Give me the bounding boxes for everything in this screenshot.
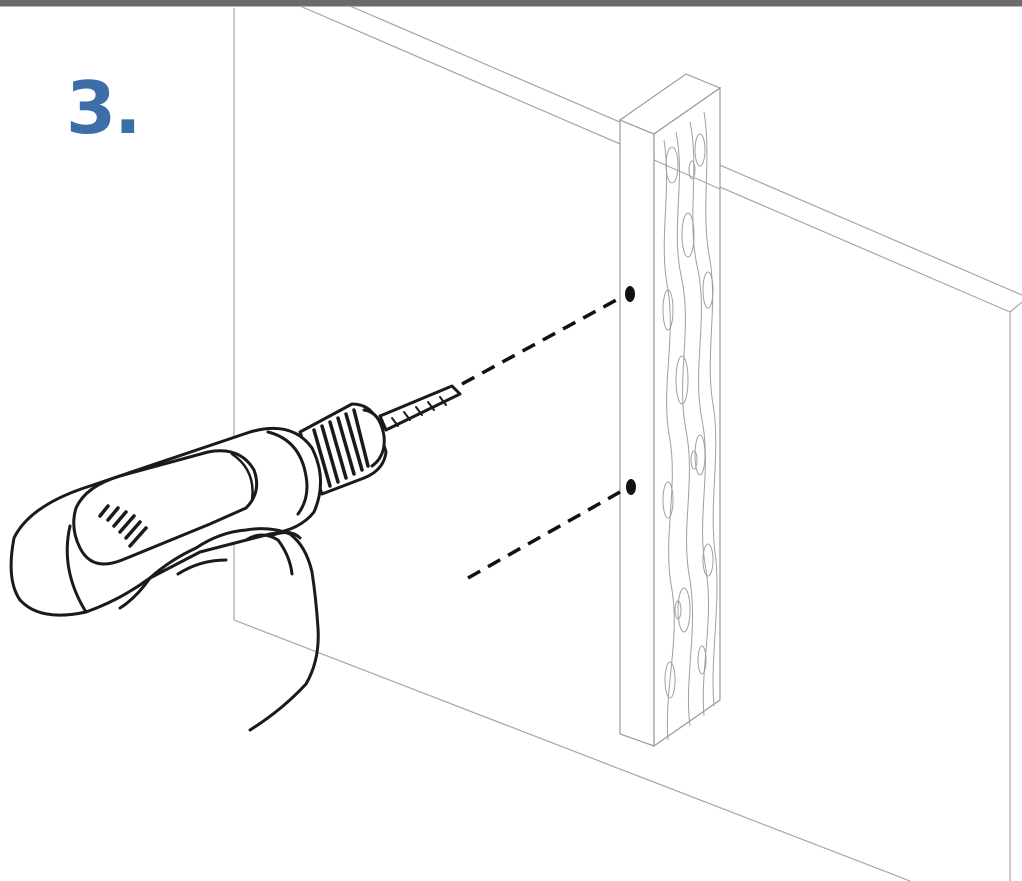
drill-grip-panel — [72, 449, 259, 566]
drill-bit — [378, 384, 462, 432]
wall-corner-edge — [1009, 301, 1022, 313]
wood-stud-icon — [618, 73, 722, 748]
upper-drill-path — [461, 296, 621, 386]
wall-bottom-edge — [233, 619, 911, 881]
drill-vents — [98, 504, 148, 548]
step-number: 3. — [66, 66, 141, 150]
wood-grain — [662, 111, 718, 741]
power-drill-icon — [9, 384, 462, 617]
top-border — [0, 0, 1022, 6]
upper-hole — [625, 286, 635, 302]
drill-chuck — [298, 402, 388, 496]
drill-path-guides — [461, 296, 621, 580]
hand-icon — [118, 527, 320, 732]
lower-drill-path — [467, 490, 621, 580]
lower-hole — [626, 479, 636, 495]
top-border-highlight — [0, 6, 1022, 7]
drill-holes — [625, 286, 636, 495]
